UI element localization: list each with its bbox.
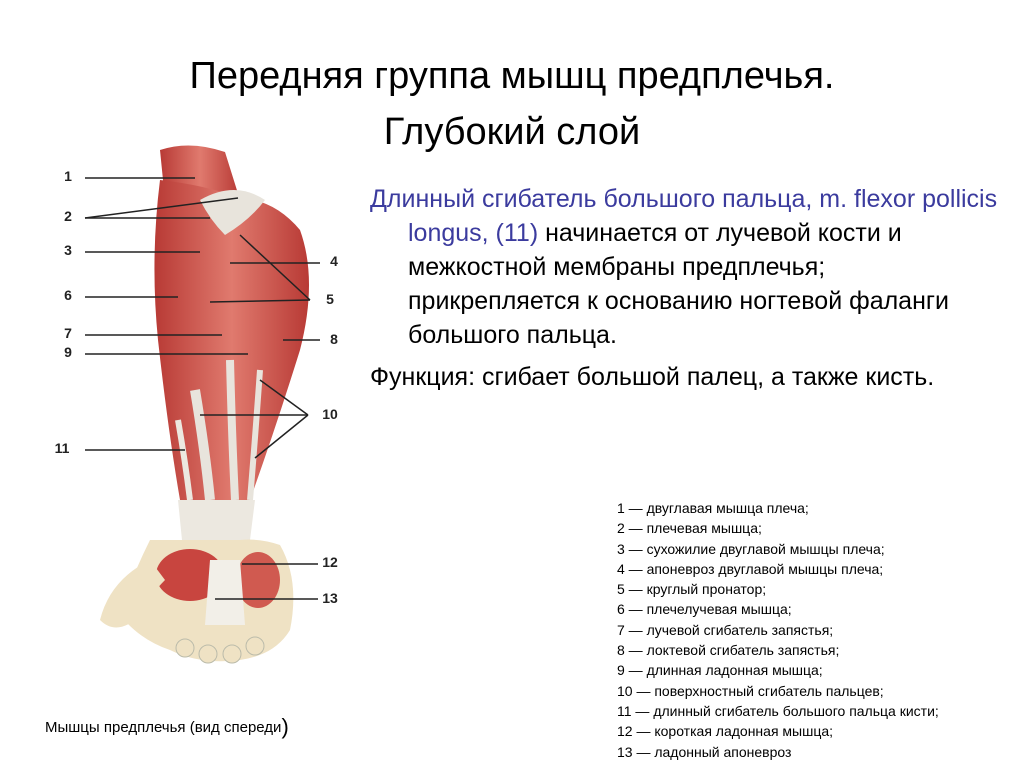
legend-item: 10 — поверхностный сгибатель пальцев; bbox=[617, 681, 1017, 701]
label-1: 1 bbox=[56, 168, 80, 184]
description: Длинный сгибатель большого пальца, m. fl… bbox=[370, 182, 1000, 402]
legend-item: 7 — лучевой сгибатель запястья; bbox=[617, 620, 1017, 640]
caption-paren: ) bbox=[281, 714, 288, 739]
forearm-diagram: 1 2 3 4 5 6 7 8 9 10 11 12 13 bbox=[0, 140, 360, 700]
label-9: 9 bbox=[56, 344, 80, 360]
label-4: 4 bbox=[322, 253, 346, 269]
knuckle bbox=[246, 637, 264, 655]
label-12: 12 bbox=[318, 554, 342, 570]
legend-item: 8 — локтевой сгибатель запястья; bbox=[617, 640, 1017, 660]
palmar-aponeurosis bbox=[205, 560, 245, 625]
label-11: 11 bbox=[50, 440, 74, 456]
label-5: 5 bbox=[318, 291, 342, 307]
label-13: 13 bbox=[318, 590, 342, 606]
description-paragraph-1: Длинный сгибатель большого пальца, m. fl… bbox=[370, 182, 1000, 352]
legend-item: 13 — ладонный апоневроз bbox=[617, 742, 1017, 762]
wrist-tendons bbox=[178, 500, 255, 540]
legend-item: 9 — длинная ладонная мышца; bbox=[617, 660, 1017, 680]
legend-item: 3 — сухожилие двуглавой мышцы плеча; bbox=[617, 539, 1017, 559]
forearm-illustration bbox=[0, 140, 360, 700]
legend-item: 2 — плечевая мышца; bbox=[617, 518, 1017, 538]
label-2: 2 bbox=[56, 208, 80, 224]
caption-text: Мышцы предплечья (вид спереди bbox=[45, 719, 281, 736]
label-3: 3 bbox=[56, 242, 80, 258]
label-10: 10 bbox=[318, 406, 342, 422]
legend-item: 6 — плечелучевая мышца; bbox=[617, 599, 1017, 619]
knuckle bbox=[223, 645, 241, 663]
description-paragraph-2: Функция: сгибает большой палец, а также … bbox=[370, 360, 1000, 394]
title-line-1: Передняя группа мышц предплечья. bbox=[0, 48, 1024, 104]
legend-item: 11 — длинный сгибатель большого пальца к… bbox=[617, 701, 1017, 721]
knuckle bbox=[176, 639, 194, 657]
knuckle bbox=[199, 645, 217, 663]
label-8: 8 bbox=[322, 331, 346, 347]
figure-caption: Мышцы предплечья (вид спереди) bbox=[45, 714, 289, 740]
legend-item: 4 — апоневроз двуглавой мышцы плеча; bbox=[617, 559, 1017, 579]
legend-item: 1 — двуглавая мышца плеча; bbox=[617, 498, 1017, 518]
tendon-streak bbox=[230, 360, 235, 500]
label-6: 6 bbox=[56, 287, 80, 303]
legend-item: 12 — короткая ладонная мышца; bbox=[617, 721, 1017, 741]
label-7: 7 bbox=[56, 325, 80, 341]
legend-list: 1 — двуглавая мышца плеча;2 — плечевая м… bbox=[617, 498, 1017, 762]
legend-item: 5 — круглый пронатор; bbox=[617, 579, 1017, 599]
